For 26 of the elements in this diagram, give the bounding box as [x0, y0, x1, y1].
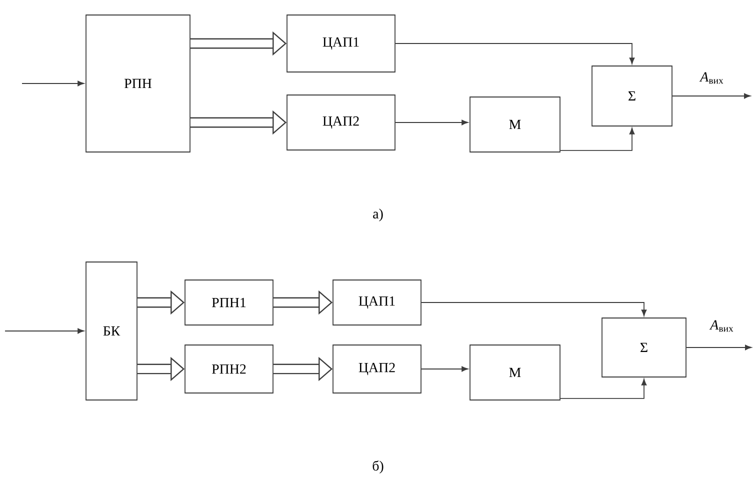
block-box: М — [470, 344, 560, 400]
arrow — [560, 378, 647, 399]
arrow — [686, 344, 752, 350]
arrow — [4, 328, 84, 334]
block-box: М — [470, 96, 560, 152]
block-box: РПН1 — [184, 280, 274, 326]
panel-label: б) — [372, 460, 384, 474]
block-box: ЦАП2 — [332, 344, 422, 394]
arrow — [672, 93, 751, 99]
arrow — [421, 302, 647, 316]
block-box: БК — [86, 262, 138, 400]
block-box: Σ — [592, 66, 672, 126]
arrow — [395, 43, 635, 64]
arrow — [395, 120, 468, 126]
block-box: Σ — [602, 318, 686, 378]
block-box: РПН — [86, 14, 190, 152]
panel-label: а) — [373, 208, 383, 222]
arrow — [560, 128, 635, 151]
block-box: ЦАП1 — [286, 14, 396, 72]
edge-label: A$_{вих}$ — [699, 72, 724, 84]
block-box: ЦАП2 — [286, 94, 396, 150]
edge-label: A$_{вих}$ — [709, 320, 734, 332]
block-box: РПН2 — [184, 344, 274, 394]
arrow — [22, 80, 84, 86]
arrow — [421, 366, 468, 372]
block-box: ЦАП1 — [332, 280, 422, 326]
